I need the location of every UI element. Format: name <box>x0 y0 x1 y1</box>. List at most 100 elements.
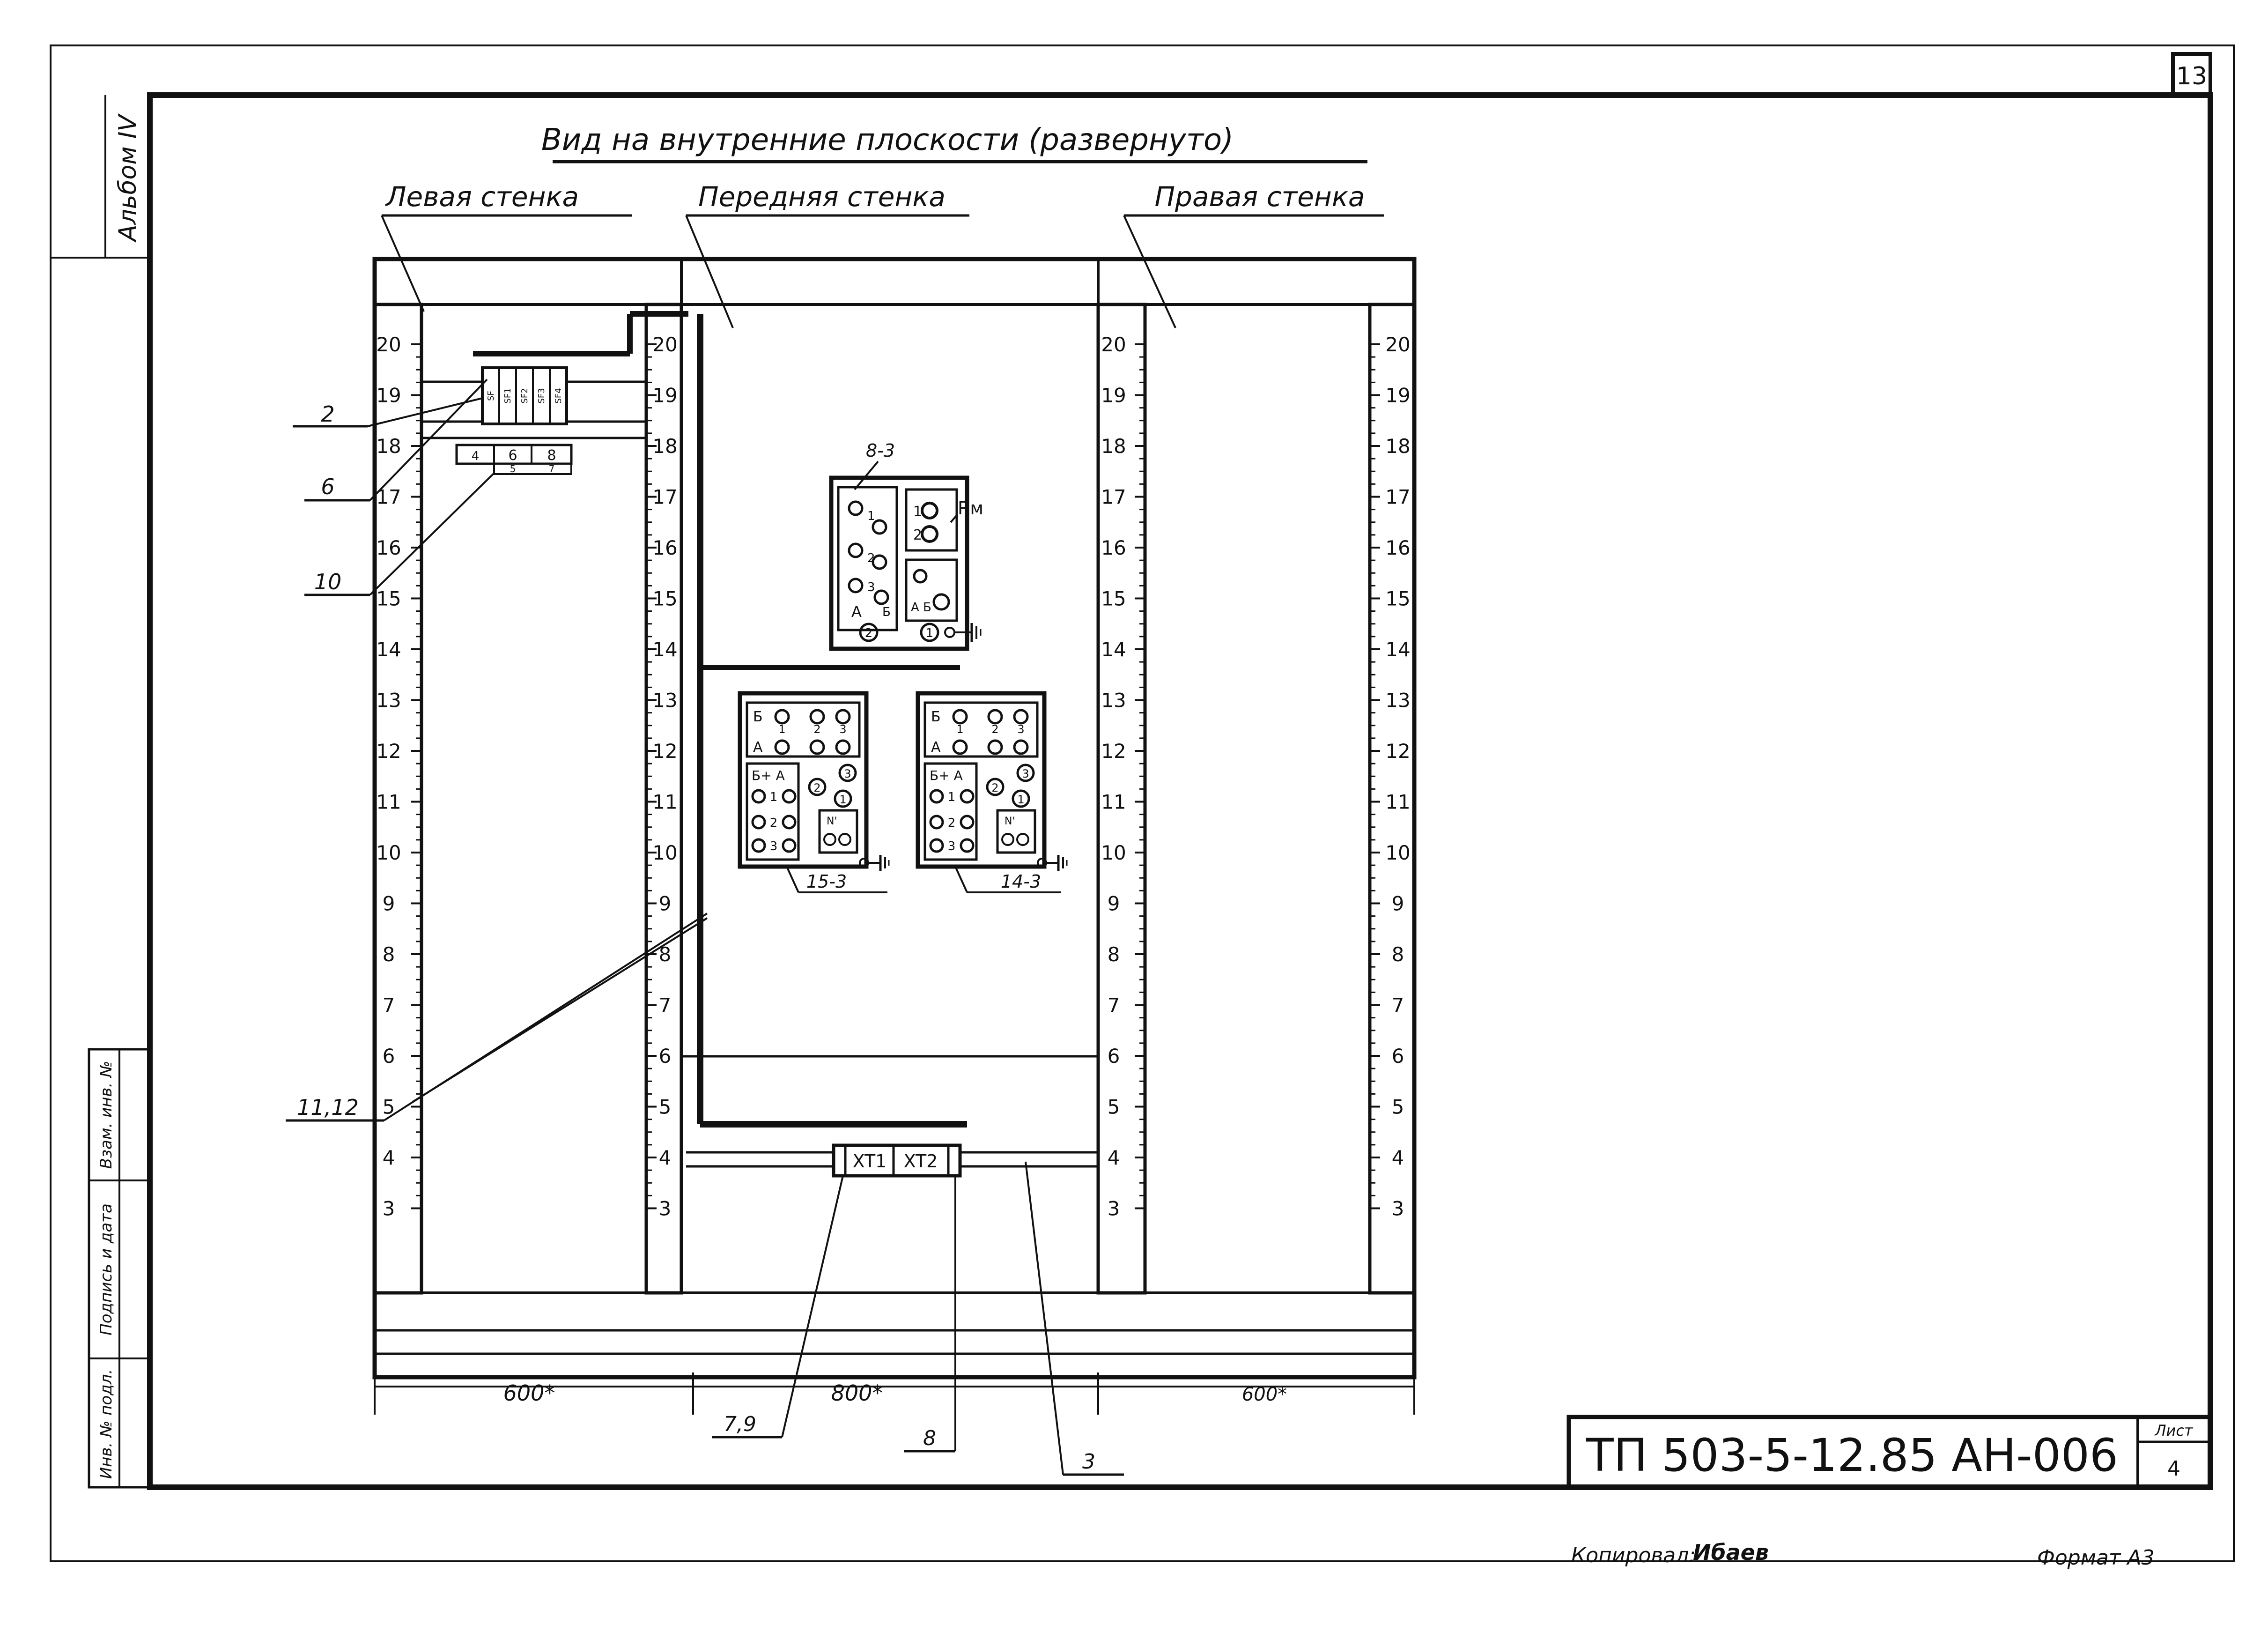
scale-tick-label: 7 <box>1108 994 1120 1017</box>
scale-tick-label: 5 <box>659 1096 672 1119</box>
left-wall-label: Левая стенка <box>385 181 579 213</box>
scale-tick-label: 18 <box>652 435 677 458</box>
scale-right-b <box>1368 303 1416 1295</box>
box-15-3-c1: 1 <box>839 793 846 806</box>
scale-tick-label: 20 <box>652 333 677 356</box>
scale-tick-label: 8 <box>383 943 395 966</box>
box-15-3-low-1: 1 <box>770 790 778 804</box>
box-8-3-b: Б <box>882 605 891 619</box>
scale-tick-label: 11 <box>376 791 401 814</box>
outer-border <box>50 45 2235 1562</box>
box-14-3-col-2: 2 <box>991 723 998 736</box>
front-cable-duct: XT1 XT2 <box>686 314 1098 1178</box>
scale-tick-label: 14 <box>1101 638 1126 661</box>
breaker-label: SF4 <box>554 388 563 403</box>
wall-labels: Левая стенка Передняя стенка Правая стен… <box>381 181 1384 328</box>
scale-tick-label: 18 <box>1101 435 1126 458</box>
scale-left-a <box>373 303 423 1295</box>
scale-tick-label: 10 <box>376 841 401 864</box>
page-number-box: 13 <box>2171 52 2212 97</box>
page-number: 13 <box>2176 62 2207 90</box>
scale-tick-label: 7 <box>1392 994 1404 1017</box>
scale-tick-label: 4 <box>659 1146 672 1169</box>
callout-2: 2 <box>321 401 334 427</box>
scale-tick-label: 10 <box>1385 841 1410 864</box>
scale-tick-label: 7 <box>659 994 672 1017</box>
scale-tick-label: 13 <box>376 689 401 712</box>
scale-tick-label: 10 <box>652 841 677 864</box>
scale-tick-label: 11 <box>652 791 677 814</box>
right-wall-label: Правая стенка <box>1155 181 1365 213</box>
callout-3: 3 <box>1082 1450 1095 1474</box>
document-code: ТП 503-5-12.85 АН-006 <box>1586 1429 2118 1482</box>
scale-right-a <box>1096 303 1147 1295</box>
box-8-3-row-3: 3 <box>867 580 875 594</box>
stamp-replaced-inv: Взам. инв. № <box>97 1061 116 1169</box>
box-15-3-n: N' <box>827 816 837 827</box>
scale-tick-label: 6 <box>1108 1045 1120 1068</box>
side-stamp: Взам. инв. № Подпись и дата Инв. № подл. <box>88 1048 151 1489</box>
scale-tick-label: 13 <box>652 689 677 712</box>
front-wall-label: Передняя стенка <box>698 181 946 213</box>
scale-tick-label: 12 <box>1101 740 1126 763</box>
scale-tick-label: 9 <box>1108 892 1120 915</box>
scale-tick-label: 11 <box>1385 791 1410 814</box>
box-8-3-a: А <box>851 603 862 621</box>
scale-tick-label: 19 <box>1385 384 1410 407</box>
box-8-3-ab: А Б <box>911 601 931 615</box>
breaker-label: SF <box>486 391 496 401</box>
box-14-3-lower-head: Б+ А <box>930 768 963 783</box>
dimension-left: 600* <box>503 1380 555 1406</box>
terminal-top-2: 6 <box>508 447 517 464</box>
scale-tick-label: 12 <box>652 740 677 763</box>
scale-tick-label: 17 <box>1385 486 1410 509</box>
scale-tick-label: 5 <box>1108 1096 1120 1119</box>
scale-tick-label: 6 <box>383 1045 395 1068</box>
scale-tick-label: 20 <box>1101 333 1126 356</box>
scale-tick-label: 4 <box>1392 1146 1404 1169</box>
drawing-title: Вид на внутренние плоскости (развернуто) <box>541 123 1234 157</box>
cabinet-outline <box>372 257 1417 1380</box>
scale-tick-label: 13 <box>1101 689 1126 712</box>
scale-tick-label: 19 <box>652 384 677 407</box>
box-14-3-c3: 3 <box>1022 767 1029 780</box>
box-8-3-r2: 2 <box>913 527 922 543</box>
scale-tick-label: 14 <box>376 638 401 661</box>
callout-10: 10 <box>314 569 342 594</box>
callout-6: 6 <box>321 474 334 499</box>
scale-tick-label: 11 <box>1101 791 1126 814</box>
scale-tick-label: 19 <box>376 384 401 407</box>
scale-tick-label: 14 <box>652 638 677 661</box>
terminal-row-bottom <box>493 463 572 475</box>
scale-tick-label: 18 <box>376 435 401 458</box>
terminal-top-3: 8 <box>547 447 556 464</box>
callouts: 2 6 10 11,12 7,9 8 3 <box>286 378 1124 1476</box>
scale-tick-label: 8 <box>1392 943 1404 966</box>
breaker-label: SF2 <box>520 388 530 403</box>
scale-tick-label: 10 <box>1101 841 1126 864</box>
drawing-title-group: Вид на внутренние плоскости (развернуто) <box>541 123 1367 163</box>
inner-frame <box>147 92 2213 1490</box>
box-15-3-c3: 3 <box>844 767 851 780</box>
box-15-3-col-2: 2 <box>813 723 820 736</box>
sheet-label: Лист <box>2154 1422 2193 1439</box>
scale-tick-label: 19 <box>1101 384 1126 407</box>
scale-tick-label: 12 <box>1385 740 1410 763</box>
scale-tick-label: 4 <box>383 1146 395 1169</box>
callout-7-9: 7,9 <box>724 1412 756 1436</box>
box-14-3-col-3: 3 <box>1017 723 1024 736</box>
title-block: ТП 503-5-12.85 АН-006 Лист 4 <box>1566 1415 2213 1490</box>
breaker-block <box>481 366 568 425</box>
scale-tick-label: 15 <box>376 587 401 610</box>
scale-tick-label: 16 <box>1101 536 1126 559</box>
box-15-3-tag: 15-3 <box>806 871 847 892</box>
xt1-label: XT1 <box>853 1151 887 1172</box>
scale-tick-label: 3 <box>1108 1197 1120 1220</box>
scale-tick-label: 6 <box>659 1045 672 1068</box>
box-8-3-rm: Rм <box>958 498 983 519</box>
album-strip: Альбом IV <box>51 95 150 259</box>
box-14-3-col-1: 1 <box>956 723 963 736</box>
scale-tick-label: 4 <box>1108 1146 1120 1169</box>
terminal-block-xt <box>832 1143 962 1178</box>
